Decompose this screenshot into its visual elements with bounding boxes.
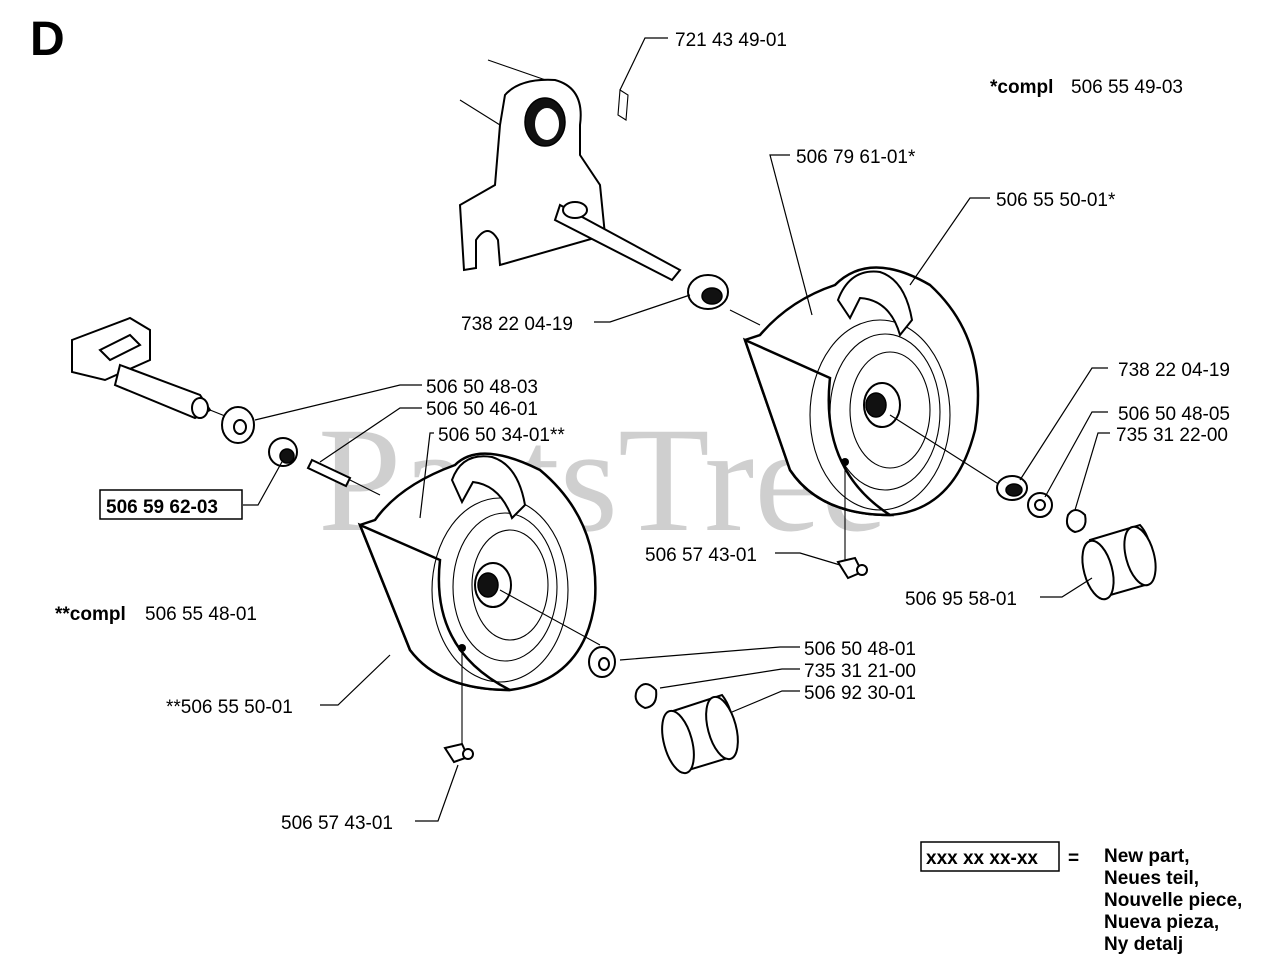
label-cap-lower: 506 92 30-01 xyxy=(804,683,916,704)
label-wheel-left-assembly: **506 55 50-01 xyxy=(166,697,293,718)
legend-equals: = xyxy=(1068,848,1079,869)
cap-lower xyxy=(661,693,739,775)
legend-line-de: Neues teil, xyxy=(1104,868,1199,889)
legend-line-fr: Nouvelle piece, xyxy=(1104,890,1242,911)
label-key-left: 506 50 46-01 xyxy=(426,399,538,420)
legend-sample-box xyxy=(920,841,1060,872)
bearing-right xyxy=(996,475,1028,501)
label-bearing-upper: 738 22 04-19 xyxy=(461,314,573,335)
washer-left xyxy=(221,406,255,444)
label-bearing-right: 738 22 04-19 xyxy=(1118,360,1230,381)
legend: xxx xx xx-xx = New part, Neues teil, Nou… xyxy=(920,841,1242,955)
legend-sample: xxx xx xx-xx xyxy=(926,848,1038,869)
valve-right xyxy=(836,462,868,580)
wheel-right xyxy=(742,266,980,517)
label-compl-double-prefix: **compl xyxy=(55,604,126,625)
label-clip-lower: 735 31 21-00 xyxy=(804,661,916,682)
cap-right xyxy=(1081,523,1157,601)
axle-bracket xyxy=(458,59,682,282)
label-clip-right: 735 31 22-00 xyxy=(1116,425,1228,446)
label-valve-right: 506 57 43-01 xyxy=(645,545,757,566)
bearing-upper xyxy=(687,274,729,310)
legend-line-en: New part, xyxy=(1104,846,1190,867)
legend-line-sv: Ny detalj xyxy=(1104,934,1183,955)
washer-lower xyxy=(588,646,616,678)
valve-left xyxy=(443,648,474,764)
axle-left xyxy=(71,316,231,420)
clip-lower xyxy=(634,683,658,710)
legend-line-es: Nueva pieza, xyxy=(1104,912,1219,933)
label-washer-right: 506 50 48-05 xyxy=(1118,404,1230,425)
label-pin-top: 721 43 49-01 xyxy=(675,30,787,51)
section-letter: D xyxy=(30,13,65,66)
label-washer-left: 506 50 48-03 xyxy=(426,377,538,398)
label-tire-right-a: 506 79 61-01* xyxy=(796,147,916,168)
label-cap-right: 506 95 58-01 xyxy=(905,589,1017,610)
label-compl-star-prefix: *compl xyxy=(990,77,1053,98)
label-valve-left: 506 57 43-01 xyxy=(281,813,393,834)
label-new-part-box: 506 59 62-03 xyxy=(106,497,218,518)
key-left xyxy=(306,458,352,488)
clip-right xyxy=(1065,509,1087,534)
label-tire-right-b: 506 55 50-01* xyxy=(996,190,1116,211)
leader-lines xyxy=(243,37,1110,822)
new-part-box xyxy=(99,489,243,520)
wheel-left xyxy=(357,452,597,692)
label-compl-double-number: 506 55 48-01 xyxy=(145,604,257,625)
bushing-left xyxy=(268,437,298,467)
label-compl-star-number: 506 55 49-03 xyxy=(1071,77,1183,98)
washer-right xyxy=(1027,492,1053,518)
label-tire-left: 506 50 34-01** xyxy=(438,425,565,446)
label-washer-lower: 506 50 48-01 xyxy=(804,639,916,660)
